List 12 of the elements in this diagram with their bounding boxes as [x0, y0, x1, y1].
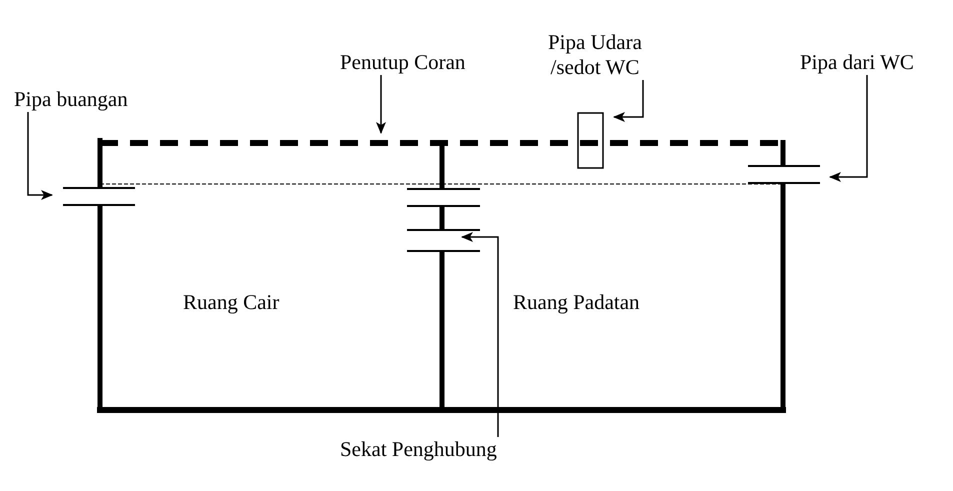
- part-label: Sekat Penghubung: [340, 437, 497, 462]
- leader-line: [376, 75, 386, 134]
- leader-line: [461, 232, 499, 437]
- leader-line: [27, 112, 53, 200]
- chamber-label: Ruang Cair: [183, 290, 280, 315]
- part-label: Pipa dari WC: [800, 50, 914, 75]
- part-label: Penutup Coran: [340, 50, 466, 75]
- leader-line: [613, 80, 644, 122]
- part-label: Pipa buangan: [14, 87, 128, 112]
- leader-line: [829, 75, 868, 182]
- part-label: Pipa Udara /sedot WC: [548, 30, 642, 80]
- chamber-label: Ruang Padatan: [513, 290, 640, 315]
